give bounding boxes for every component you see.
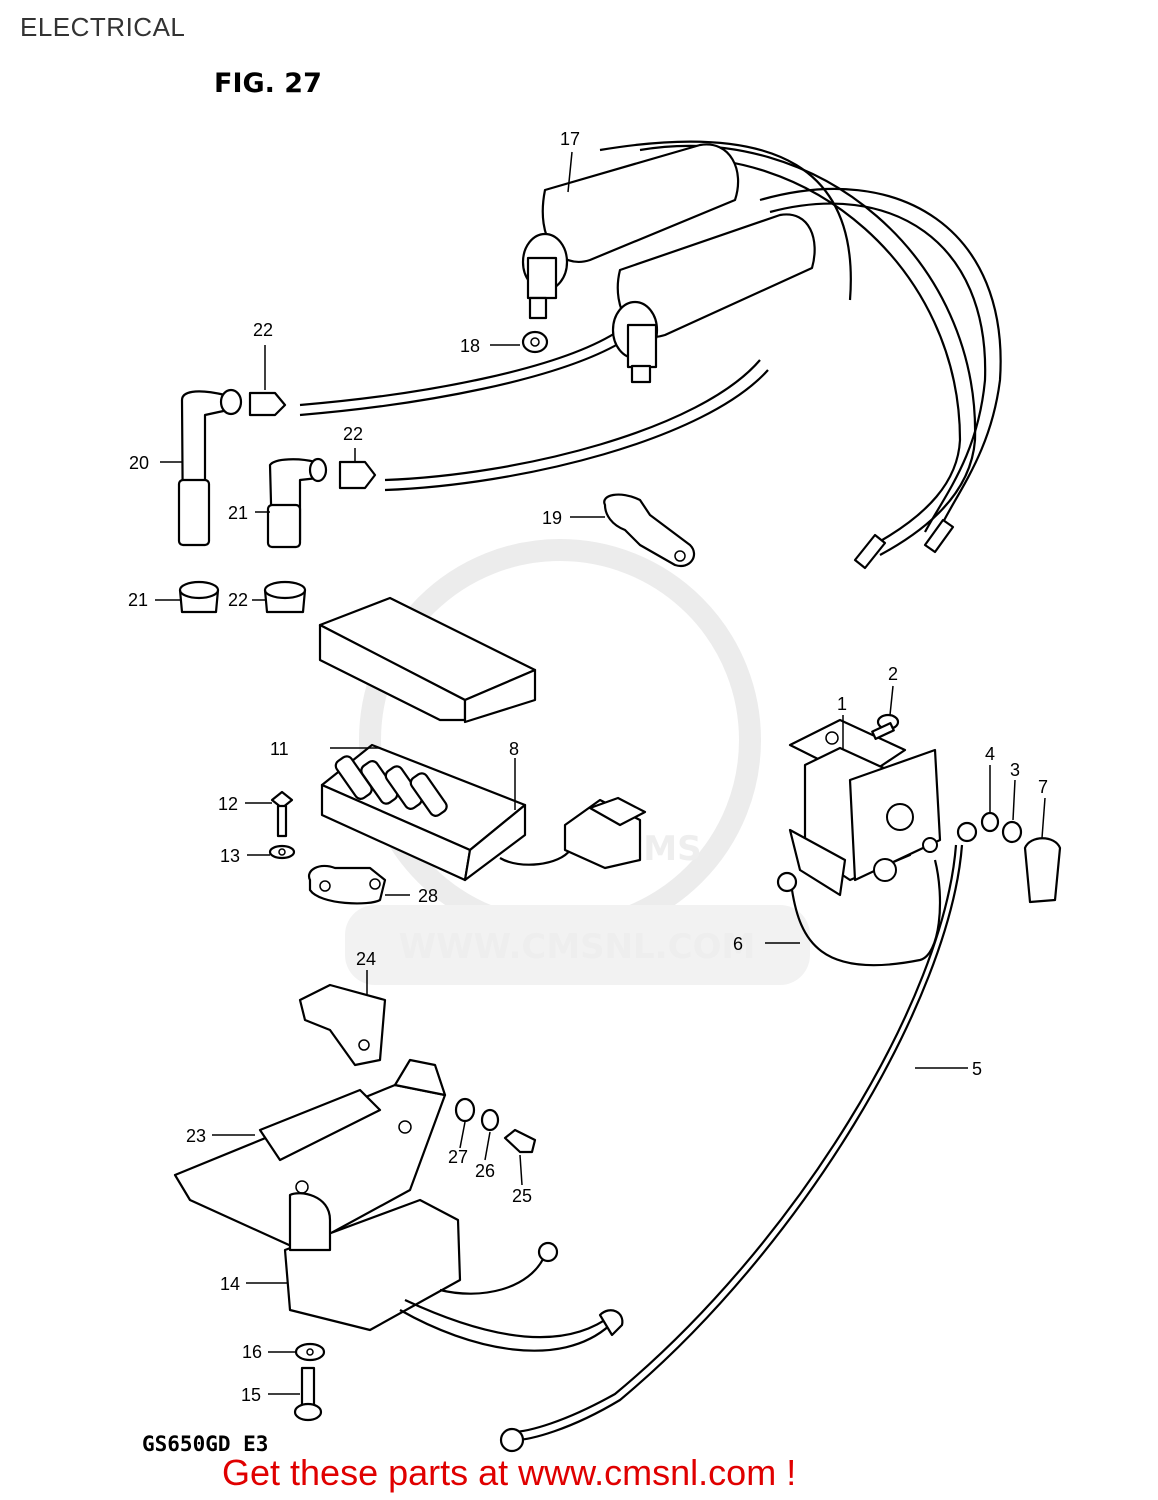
- terminal-hardware: [980, 811, 1062, 904]
- regulator-rectifier: [283, 1192, 624, 1352]
- callout-25: 25: [512, 1186, 532, 1206]
- callout-4: 4: [985, 744, 995, 764]
- relay-mount-screw: [871, 713, 900, 740]
- callout-23: 23: [186, 1126, 206, 1146]
- callout-26: 26: [475, 1161, 495, 1181]
- plug-cap-seals: [178, 580, 307, 614]
- callout-22-lower: 22: [343, 424, 363, 444]
- callout-17: 18: [460, 336, 480, 356]
- fuse-box-cover: [318, 596, 537, 724]
- callout-5: 5: [972, 1059, 982, 1079]
- callout-7: 7: [1038, 777, 1048, 797]
- callout-22-upper: 22: [253, 320, 273, 340]
- figure-title: FIG. 27: [214, 68, 322, 99]
- fuse-box-bracket: [307, 864, 387, 905]
- callout-19: 20: [129, 453, 149, 473]
- callout-18: 19: [542, 508, 562, 528]
- callout-21-right: 22: [228, 590, 248, 610]
- leader-lines: [155, 151, 1046, 1395]
- starter-relay: [788, 718, 942, 897]
- watermark-url: WWW.CMSNL.COM: [399, 927, 756, 967]
- callout-8: 8: [509, 739, 519, 759]
- callout-labels: 17 18 22 20 22 21 19 21 22 11 8 12 13 28…: [128, 129, 1048, 1405]
- callout-1: 1: [837, 694, 847, 714]
- relay-leads: [499, 821, 978, 1453]
- callout-6: 6: [733, 934, 743, 954]
- page-heading: ELECTRICAL: [20, 12, 186, 42]
- callout-28: 28: [418, 886, 438, 906]
- callout-3: 3: [1010, 760, 1020, 780]
- callout-16: 17: [560, 129, 580, 149]
- regulator-bracket: [173, 1058, 447, 1252]
- footer-shop-link[interactable]: Get these parts at www.cmsnl.com !: [222, 1452, 797, 1493]
- wire-clamp: [603, 493, 696, 568]
- callout-11: 12: [218, 794, 238, 814]
- callout-2: 2: [888, 664, 898, 684]
- coil-nut: [521, 330, 549, 354]
- callout-15: 16: [242, 1342, 262, 1362]
- lead-grommet-upper: [248, 391, 287, 417]
- callout-27: 27: [448, 1147, 468, 1167]
- lead-grommet-lower: [338, 460, 377, 490]
- ignition-coil: [521, 143, 816, 384]
- fuse-box-bolt: [268, 790, 296, 860]
- callout-12: 13: [220, 846, 240, 866]
- model-code: GS650GD E3: [142, 1432, 269, 1456]
- callout-21-left: 21: [128, 590, 148, 610]
- bracket-hardware: [454, 1097, 537, 1154]
- callout-24: 24: [356, 949, 376, 969]
- callout-20: 21: [228, 503, 248, 523]
- callout-13: 14: [220, 1274, 240, 1294]
- plug-caps: [177, 388, 377, 549]
- bracket-plate: [298, 983, 387, 1067]
- coil-wires: [299, 140, 1002, 570]
- callout-14: 15: [241, 1385, 261, 1405]
- callout-9-10: 11: [270, 739, 289, 759]
- fuse-box: [320, 743, 647, 882]
- regulator-fasteners: [293, 1342, 326, 1422]
